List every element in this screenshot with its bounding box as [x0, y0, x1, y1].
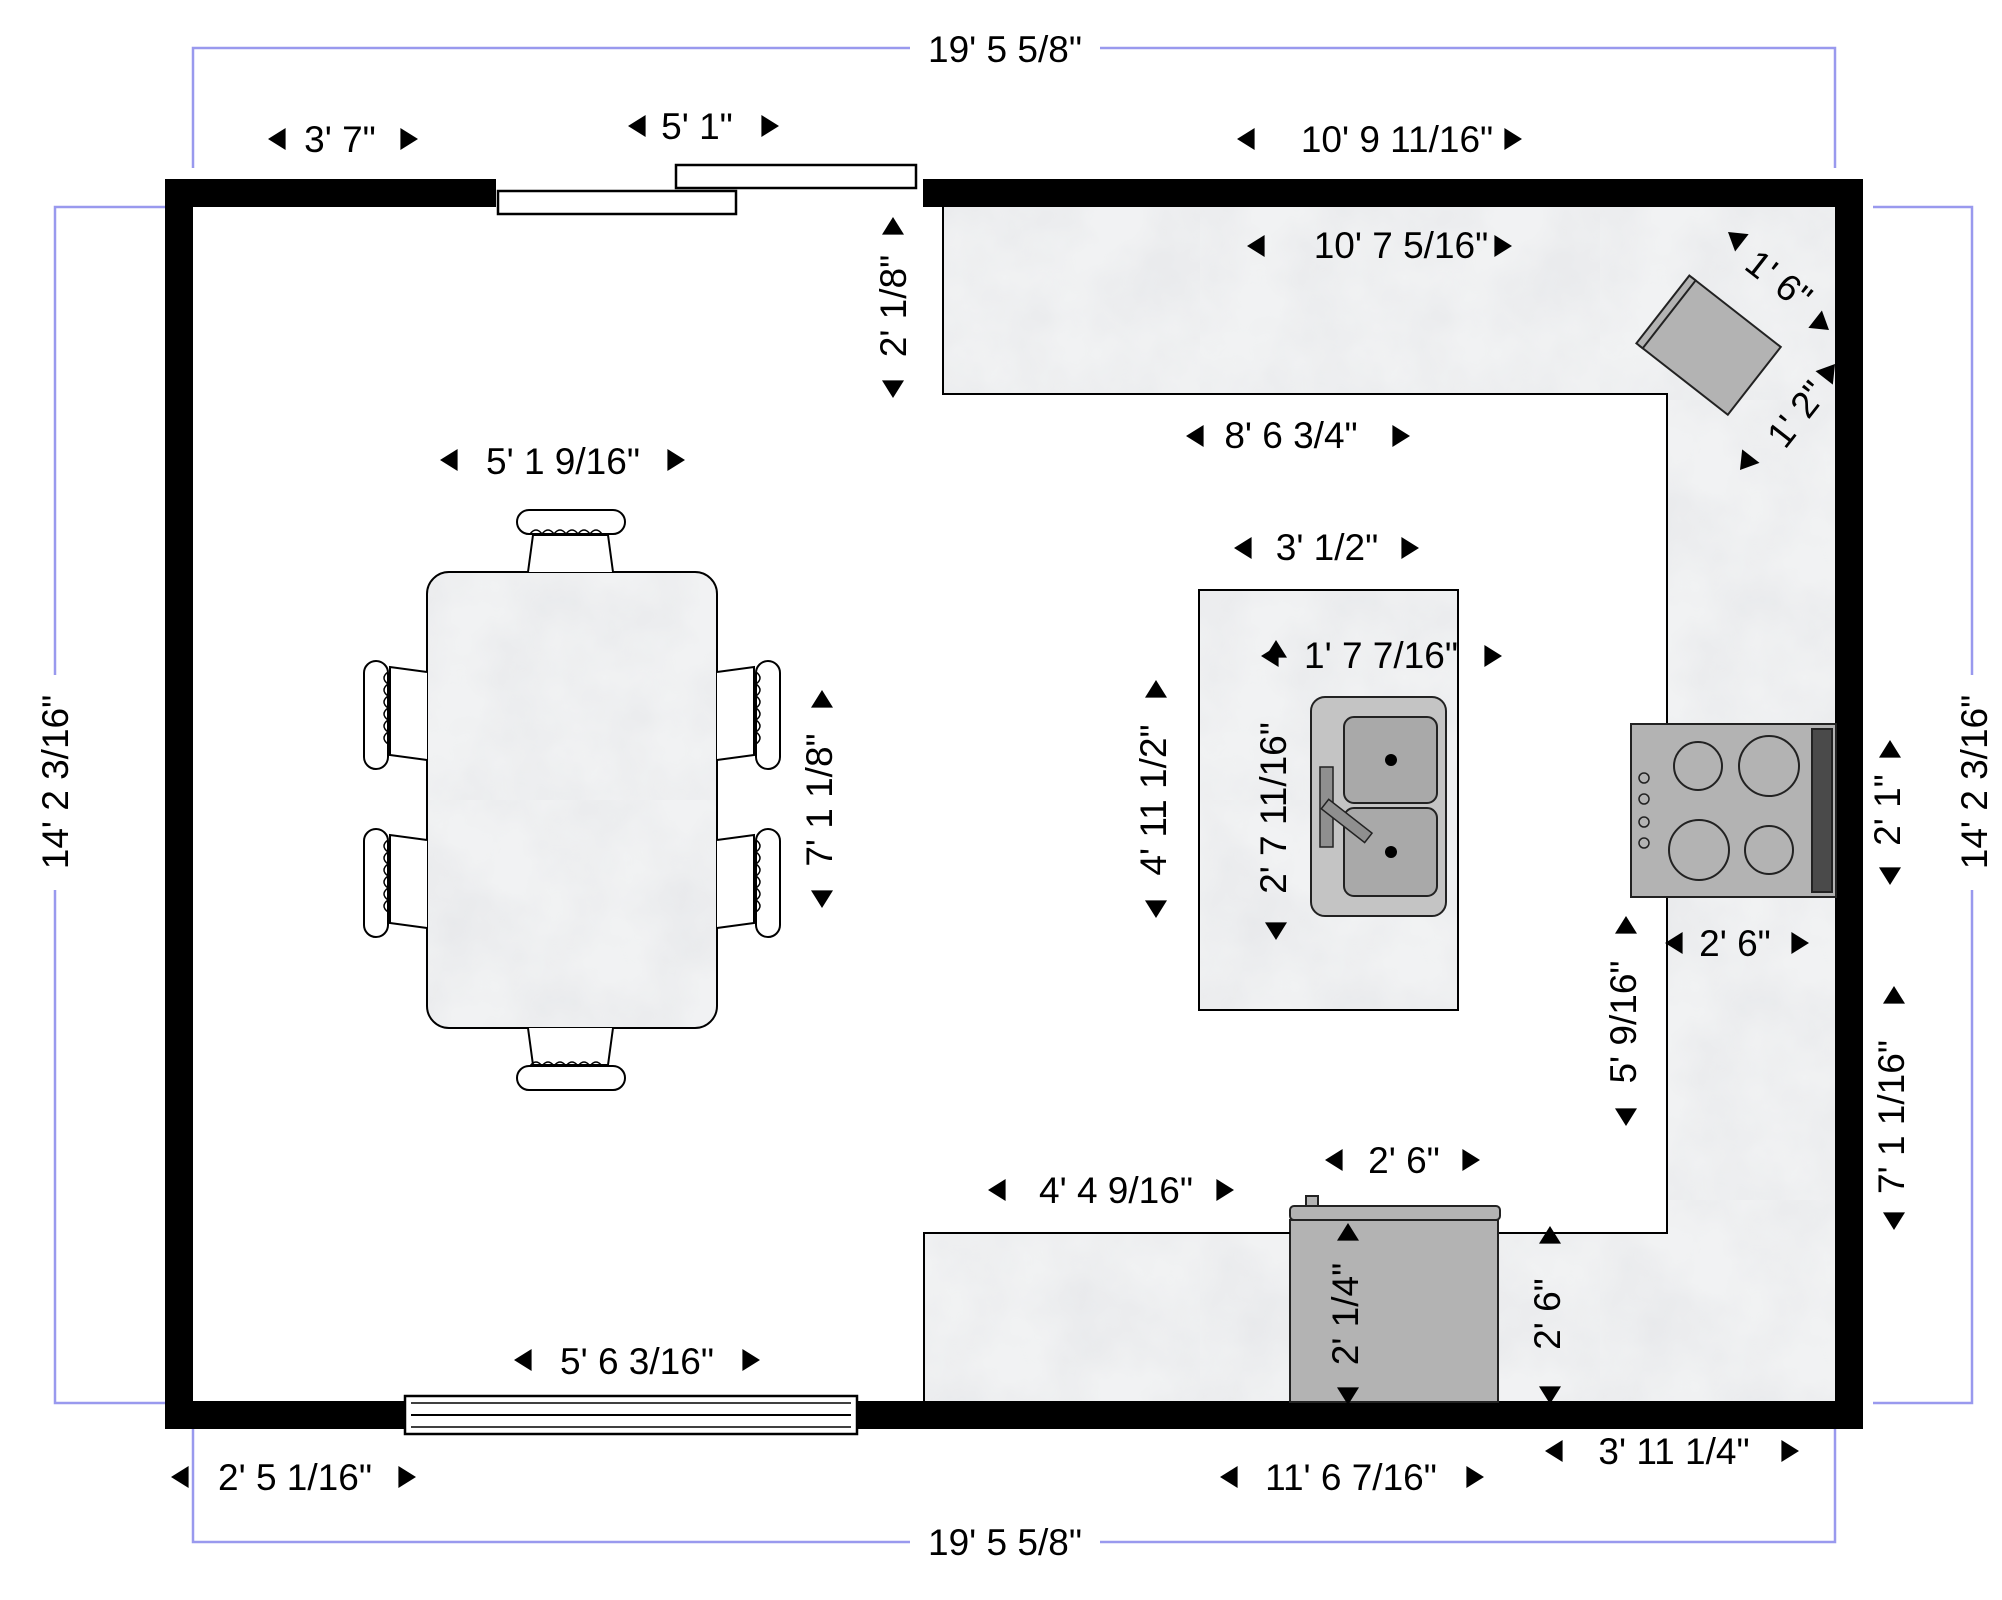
sliding-door — [496, 163, 918, 216]
corner-appliance — [1634, 274, 1783, 417]
dimension-arrow — [1186, 425, 1204, 447]
dim-bottom-wall-left: 2' 5 1/16" — [218, 1457, 372, 1498]
dim-island-length: 4' 11 1/2" — [1133, 724, 1174, 875]
dim-counter-bottom-left: 4' 4 9/16" — [1039, 1170, 1193, 1211]
dimension-arrow — [1401, 537, 1419, 559]
dimension-arrow — [1145, 680, 1167, 698]
dimension-arrow — [882, 217, 904, 235]
dim-stove-width: 2' 6" — [1699, 923, 1771, 964]
dimension-arrow — [268, 128, 286, 150]
dimension-arrow — [1247, 235, 1265, 257]
dimension-arrow — [811, 690, 833, 708]
chair-left-1 — [363, 660, 428, 770]
dimension-arrow — [514, 1349, 532, 1371]
dimension-arrow — [1504, 128, 1522, 150]
dim-dishwasher-depth: 2' 1/4" — [1325, 1263, 1366, 1366]
chair-top — [516, 509, 626, 573]
dimension-arrow — [1462, 1149, 1480, 1171]
dimension-arrow — [1879, 740, 1901, 758]
dimension-arrow — [1325, 1149, 1343, 1171]
dimension-arrow — [1265, 640, 1287, 658]
dimension-arrow — [1220, 1466, 1238, 1488]
dimension-arrow — [742, 1349, 760, 1371]
dim-bottom-window: 5' 6 3/16" — [560, 1341, 714, 1382]
dim-counter-right-outer: 7' 1 1/16" — [1871, 1040, 1912, 1194]
dimension-arrow — [1484, 645, 1502, 667]
chair-right-2 — [716, 828, 781, 938]
dimension-arrow — [667, 449, 685, 471]
dim-counter-top-inner: 8' 6 3/4" — [1224, 415, 1357, 456]
chair-right-1 — [716, 660, 781, 770]
dimension-arrow — [1216, 1179, 1234, 1201]
dim-overall-height-right: 14' 2 3/16" — [1954, 695, 1995, 870]
dishwasher — [1289, 1195, 1501, 1403]
dimension-arrow — [1494, 235, 1512, 257]
dim-top-door: 5' 1" — [661, 106, 733, 147]
chair-left-2 — [363, 828, 428, 938]
dimension-arrow — [1728, 232, 1749, 252]
stove — [1630, 723, 1837, 898]
dimension-arrow — [1466, 1466, 1484, 1488]
dimension-arrow — [1791, 932, 1809, 954]
dimension-arrow — [1265, 922, 1287, 940]
dimension-arrow — [882, 380, 904, 398]
dimension-arrow — [1615, 1108, 1637, 1126]
sink — [1310, 696, 1447, 917]
dimension-arrow — [1740, 449, 1760, 470]
dimension-arrow — [1234, 537, 1252, 559]
dimension-arrow — [1545, 1440, 1563, 1462]
dimension-arrow — [761, 115, 779, 137]
dim-overall-width-bottom: 19' 5 5/8" — [928, 1522, 1082, 1563]
chair-bottom — [516, 1027, 626, 1091]
dim-top-wall-right: 10' 9 11/16" — [1301, 119, 1493, 160]
dining-chairs — [363, 509, 781, 1091]
dim-bottom-wall-mid: 11' 6 7/16" — [1265, 1457, 1437, 1498]
dimension-arrow — [171, 1466, 189, 1488]
reference-lines — [924, 393, 1667, 1234]
dim-overall-height-left: 14' 2 3/16" — [35, 695, 76, 870]
dimension-arrows — [171, 115, 1905, 1488]
dim-counter-top-depth: 2' 1/8" — [873, 255, 914, 358]
dimension-arrow — [1883, 1212, 1905, 1230]
dimension-arrow — [1665, 932, 1683, 954]
dim-counter-right-inner: 5' 9/16" — [1603, 960, 1644, 1083]
dim-counter-bottom-depth: 2' 6" — [1527, 1278, 1568, 1350]
extension-lines — [53, 46, 1974, 1544]
dimension-arrow — [811, 890, 833, 908]
dim-table-width: 5' 1 9/16" — [486, 441, 640, 482]
dimension-arrow — [1392, 425, 1410, 447]
dim-table-length: 7' 1 1/8" — [799, 733, 840, 866]
dimension-arrow — [1815, 364, 1835, 385]
walls — [165, 179, 1863, 1429]
dimension-arrow — [440, 449, 458, 471]
dimension-arrow — [988, 1179, 1006, 1201]
dimension-arrow — [1781, 1440, 1799, 1462]
dimension-arrow — [398, 1466, 416, 1488]
dining-table — [426, 571, 718, 1029]
dim-bottom-wall-right: 3' 11 1/4" — [1598, 1431, 1749, 1472]
dimension-arrow — [628, 115, 646, 137]
dim-counter-top-length: 10' 7 5/16" — [1314, 225, 1489, 266]
dimension-arrow — [1237, 128, 1255, 150]
dim-top-wall-left: 3' 7" — [304, 119, 376, 160]
dim-overall-width-top: 19' 5 5/8" — [928, 29, 1082, 70]
dim-sink-width: 1' 7 7/16" — [1304, 635, 1458, 676]
dim-sink-length: 2' 7 11/16" — [1253, 722, 1294, 894]
dimension-arrow — [1337, 1223, 1359, 1241]
dimension-arrow — [1145, 900, 1167, 918]
dim-dishwasher-width: 2' 6" — [1368, 1140, 1440, 1181]
bottom-window — [403, 1394, 859, 1436]
dimension-arrow — [1808, 310, 1829, 330]
dim-island-width: 3' 1/2" — [1276, 527, 1379, 568]
dimension-arrow — [1539, 1226, 1561, 1244]
dimension-arrow — [1615, 916, 1637, 934]
dimension-arrow — [1883, 986, 1905, 1004]
dimension-arrow — [1539, 1386, 1561, 1404]
dim-stove-depth: 2' 1" — [1867, 774, 1908, 846]
dimension-arrow — [1879, 867, 1901, 885]
dimension-arrow — [400, 128, 418, 150]
dimension-arrow — [1337, 1387, 1359, 1405]
